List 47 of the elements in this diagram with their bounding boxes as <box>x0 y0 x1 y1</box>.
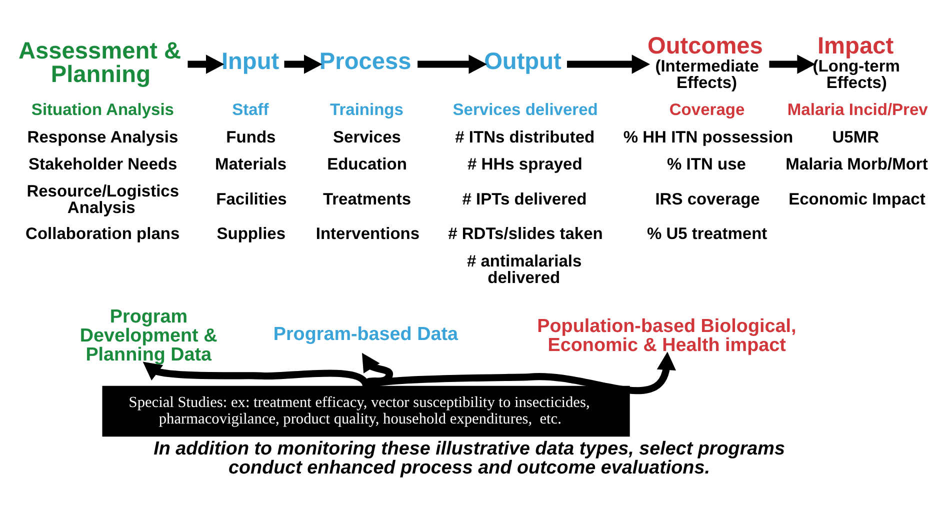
arrow <box>566 54 650 74</box>
label: Trainings <box>330 100 403 120</box>
arrow <box>417 54 486 74</box>
node-text: Input <box>220 48 279 75</box>
label: Situation Analysis <box>30 100 174 120</box>
label: Interventions <box>315 224 420 244</box>
node-text: Process <box>318 48 411 75</box>
label: Response Analysis <box>26 127 178 146</box>
label: Treatments <box>322 189 411 208</box>
label: % ITN use <box>666 154 746 174</box>
node-text: Outcomes (Intermediate Effects) <box>647 34 762 92</box>
label: # antimalarials delivered <box>466 251 582 287</box>
node-text: Impact (Long-term Effects) <box>812 34 900 92</box>
label: Economic Impact <box>788 189 925 208</box>
label: Staff <box>232 100 268 120</box>
label: Coverage <box>668 100 744 120</box>
label: Collaboration plans <box>25 224 180 244</box>
node-text: Program-based Data <box>272 324 458 346</box>
label: Malaria Morb/Mort <box>785 154 928 174</box>
label: IRS coverage <box>654 189 760 208</box>
label: Funds <box>226 127 276 146</box>
label: Supplies <box>216 224 286 244</box>
label: Resource/Logistics Analysis <box>26 182 179 218</box>
node-text: Output <box>484 48 561 75</box>
label: Malaria Incid/Prev <box>786 100 928 120</box>
label: % U5 treatment <box>646 224 767 244</box>
label: # IPTs delivered <box>462 189 586 208</box>
label: Education <box>326 154 406 174</box>
label: # HHs sprayed <box>467 154 582 174</box>
label: U5MR <box>832 127 879 146</box>
label: Services delivered <box>452 100 598 120</box>
label: # RDTs/slides taken <box>448 224 602 244</box>
node-text: Program Development & Planning Data <box>79 306 217 366</box>
caption: In addition to monitoring these illustrative data types, select programs conduct enhanced process and outcome evaluations. <box>153 438 784 479</box>
arrow <box>142 362 369 388</box>
label: # ITNs distributed <box>454 127 594 146</box>
arrow <box>768 54 815 74</box>
node-text: Population-based Biological, Economic & Health impact <box>536 316 796 356</box>
arrow <box>187 54 224 74</box>
arrow <box>284 54 322 74</box>
label: Services <box>332 127 400 146</box>
node-text: Assessment & Planning <box>18 38 181 88</box>
label: Materials <box>214 154 286 174</box>
label: Stakeholder Needs <box>28 154 177 174</box>
label: % HH ITN possession <box>622 127 793 146</box>
label: Facilities <box>216 189 286 208</box>
node-box: Special Studies: ex: treatment efficacy, vector susceptibility to insecticides, pharmacovigilance, product quality, household expenditures, etc. <box>102 386 630 437</box>
